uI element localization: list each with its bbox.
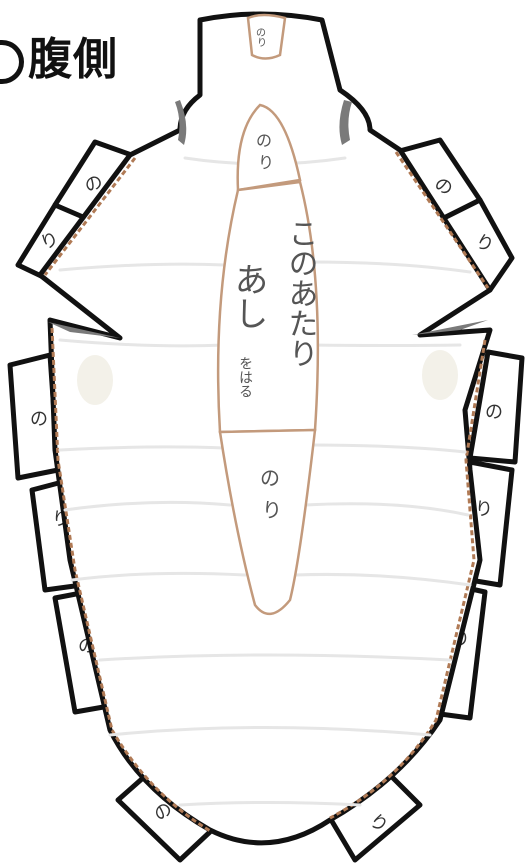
leg-note-line1: このあたり (283, 218, 318, 368)
segment-line-13 (108, 726, 432, 737)
segment-line-3 (308, 260, 472, 274)
leg-note-line2: あし (228, 262, 268, 330)
soft-spot-right (422, 350, 458, 400)
heading-label: 腹側 (28, 34, 118, 85)
shadow-left-notch (48, 322, 120, 338)
segment-line-12 (98, 653, 452, 662)
segment-line-8 (63, 500, 232, 512)
abdomen-glue-area (218, 428, 317, 615)
glue-tab-label-9: り (475, 499, 493, 520)
glue-guide-left-upper (43, 157, 137, 276)
abdomen-glue-label-no: の (260, 466, 280, 490)
page-heading: 腹側 (0, 30, 118, 90)
head-glue-area (246, 13, 287, 60)
leg-note-small: をはる (237, 356, 253, 398)
segment-line-9 (303, 502, 470, 517)
thorax-glue-label-ri: り (258, 153, 274, 172)
segment-line-10 (70, 571, 247, 582)
thorax-glue-label-no: の (256, 131, 272, 150)
segment-line-2 (58, 262, 227, 272)
segment-line-7 (308, 443, 467, 454)
circled-number-fragment (0, 40, 24, 84)
glue-tab-8 (467, 349, 525, 465)
glue-tab-label-8: の (485, 402, 503, 423)
segment-line-4 (58, 338, 227, 348)
head-glue-label-no: の (256, 28, 266, 39)
head-glue-label-ri: り (257, 37, 267, 49)
shadow-left-antenna (175, 100, 187, 145)
soft-spot-left (77, 355, 113, 405)
abdomen-glue-label-ri: り (262, 498, 282, 522)
glue-guide-left-lower (50, 327, 213, 834)
glue-tabs: のりのりのりののりりのり (7, 137, 525, 863)
glue-tab-label-5: の (30, 409, 48, 430)
body-segment-lines (58, 156, 472, 807)
segment-line-6 (58, 445, 227, 452)
shadow-right-antenna (339, 100, 352, 145)
shadow-right-notch (412, 320, 488, 335)
glue-guide-right-upper (394, 151, 490, 289)
glue-guide-right-lower (329, 339, 487, 820)
segment-line-14 (178, 801, 362, 807)
segment-line-11 (293, 572, 472, 587)
segment-line-5 (308, 343, 462, 347)
